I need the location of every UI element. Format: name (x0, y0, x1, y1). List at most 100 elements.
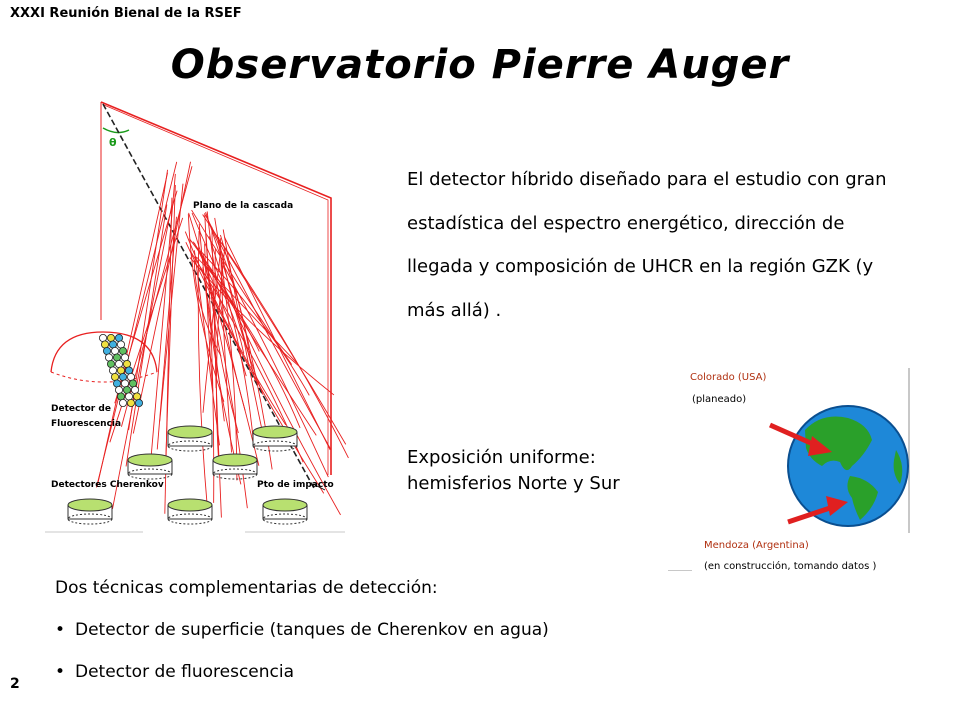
shower-track (191, 212, 341, 516)
south-arrow-head (826, 496, 848, 516)
camera-pixel (127, 372, 136, 381)
divider-line (908, 368, 910, 533)
fluorescence-detector-label-1: Detector de (51, 404, 111, 414)
camera-pixel (119, 372, 128, 381)
tank-top (212, 453, 258, 467)
description-text: El detector híbrido diseñado para el est… (407, 169, 887, 321)
tank-top (262, 498, 308, 512)
tank-bottom (212, 468, 258, 480)
camera-pixel (115, 385, 124, 394)
event-header: XXXI Reunión Bienal de la RSEF (10, 6, 242, 21)
shower-track (202, 267, 225, 422)
exposure-line-2: hemisferios Norte y Sur (407, 473, 620, 494)
techniques-section: Dos técnicas complementarias de detecció… (55, 567, 549, 693)
camera-pixel (119, 346, 128, 355)
camera-pixel (113, 353, 122, 362)
shower-plane-label: Plano de la cascada (193, 201, 293, 211)
cherenkov-tank (127, 453, 173, 480)
fluorescence-detector-label-2: Fluorescencia (51, 419, 121, 429)
tank-top (127, 453, 173, 467)
globe-image (768, 405, 909, 527)
camera-pixel (99, 333, 108, 342)
shower-track (191, 209, 293, 365)
north-america-landmass (805, 416, 872, 471)
shower-track (200, 254, 317, 436)
camera-pixel (135, 398, 144, 407)
camera-pixel (131, 385, 140, 394)
shower-track (206, 211, 246, 411)
shower-axis (102, 103, 316, 491)
exposure-text: Exposición uniforme: hemisferios Norte y… (407, 445, 707, 497)
tank-bottom (67, 513, 113, 525)
tank-top (67, 498, 113, 512)
camera-pixel (121, 353, 130, 362)
camera-pixel (117, 340, 126, 349)
shower-track (188, 212, 260, 466)
camera-pixel (103, 346, 112, 355)
camera-pixel (107, 359, 116, 368)
page-title: Observatorio Pierre Auger (170, 42, 790, 88)
south-site-status: (en construcción, tomando datos ) (704, 561, 877, 572)
shower-track (222, 229, 264, 435)
cherenkov-tank (252, 425, 298, 452)
south-arrow (787, 503, 837, 525)
shower-track (219, 238, 233, 453)
camera-pixel (113, 379, 122, 388)
shower-track (202, 254, 248, 509)
cherenkov-tank (167, 498, 213, 525)
techniques-intro: Dos técnicas complementarias de detecció… (55, 578, 438, 598)
north-site-label: Colorado (USA) (690, 372, 767, 383)
north-site-status: (planeado) (692, 394, 747, 405)
shower-track (192, 241, 245, 354)
shower-track (223, 265, 329, 478)
shower-track (214, 217, 238, 481)
tank-bottom (262, 513, 308, 525)
camera-pixel (107, 333, 116, 342)
shower-track (205, 211, 256, 382)
hybrid-detector-diagram: θ Detector de Fluorescencia Detectores C… (45, 101, 349, 533)
shower-track (214, 249, 217, 389)
camera-pixel (125, 366, 134, 375)
camera-pixel (125, 392, 134, 401)
technique-item-surface: Detector de superficie (tanques de Chere… (55, 609, 549, 651)
page-number: 2 (10, 676, 20, 692)
camera-pixel (101, 340, 110, 349)
camera-pixel (119, 398, 128, 407)
shower-track (112, 204, 173, 510)
fluorescence-pixel-camera (99, 333, 144, 407)
shower-track (193, 259, 222, 357)
camera-pixel (111, 346, 120, 355)
shower-track (185, 242, 325, 494)
exposure-line-1: Exposición uniforme: (407, 447, 596, 468)
cherenkov-tank (262, 498, 308, 525)
camera-pixel (127, 398, 136, 407)
shower-track (189, 238, 260, 352)
technique-item-fluorescence: Detector de fluorescencia (55, 651, 549, 693)
angle-symbol: θ (109, 136, 117, 149)
shower-track (215, 249, 226, 466)
camera-pixel (115, 359, 124, 368)
shower-track (96, 172, 169, 487)
camera-pixel (109, 340, 118, 349)
cherenkov-detectors-label: Detectores Cherenkov (51, 480, 164, 490)
tank-top (252, 425, 298, 439)
cherenkov-tank (212, 453, 258, 480)
africa-landmass (893, 450, 903, 484)
tank-bottom (167, 440, 213, 452)
tank-bottom (252, 440, 298, 452)
north-arrow-head (808, 436, 832, 456)
south-site-label: Mendoza (Argentina) (704, 540, 809, 551)
shower-track (193, 250, 220, 446)
shower-track (208, 236, 254, 442)
camera-pixel (123, 385, 132, 394)
camera-pixel (133, 392, 142, 401)
techniques-list: Detector de superficie (tanques de Chere… (55, 609, 549, 693)
camera-pixel (109, 366, 118, 375)
cherenkov-tank (67, 498, 113, 525)
shower-track (202, 214, 347, 445)
zenith-angle-arc (102, 127, 130, 134)
shower-track (210, 225, 252, 364)
shower-track (197, 230, 208, 508)
camera-pixel (123, 359, 132, 368)
shower-track (132, 161, 191, 434)
